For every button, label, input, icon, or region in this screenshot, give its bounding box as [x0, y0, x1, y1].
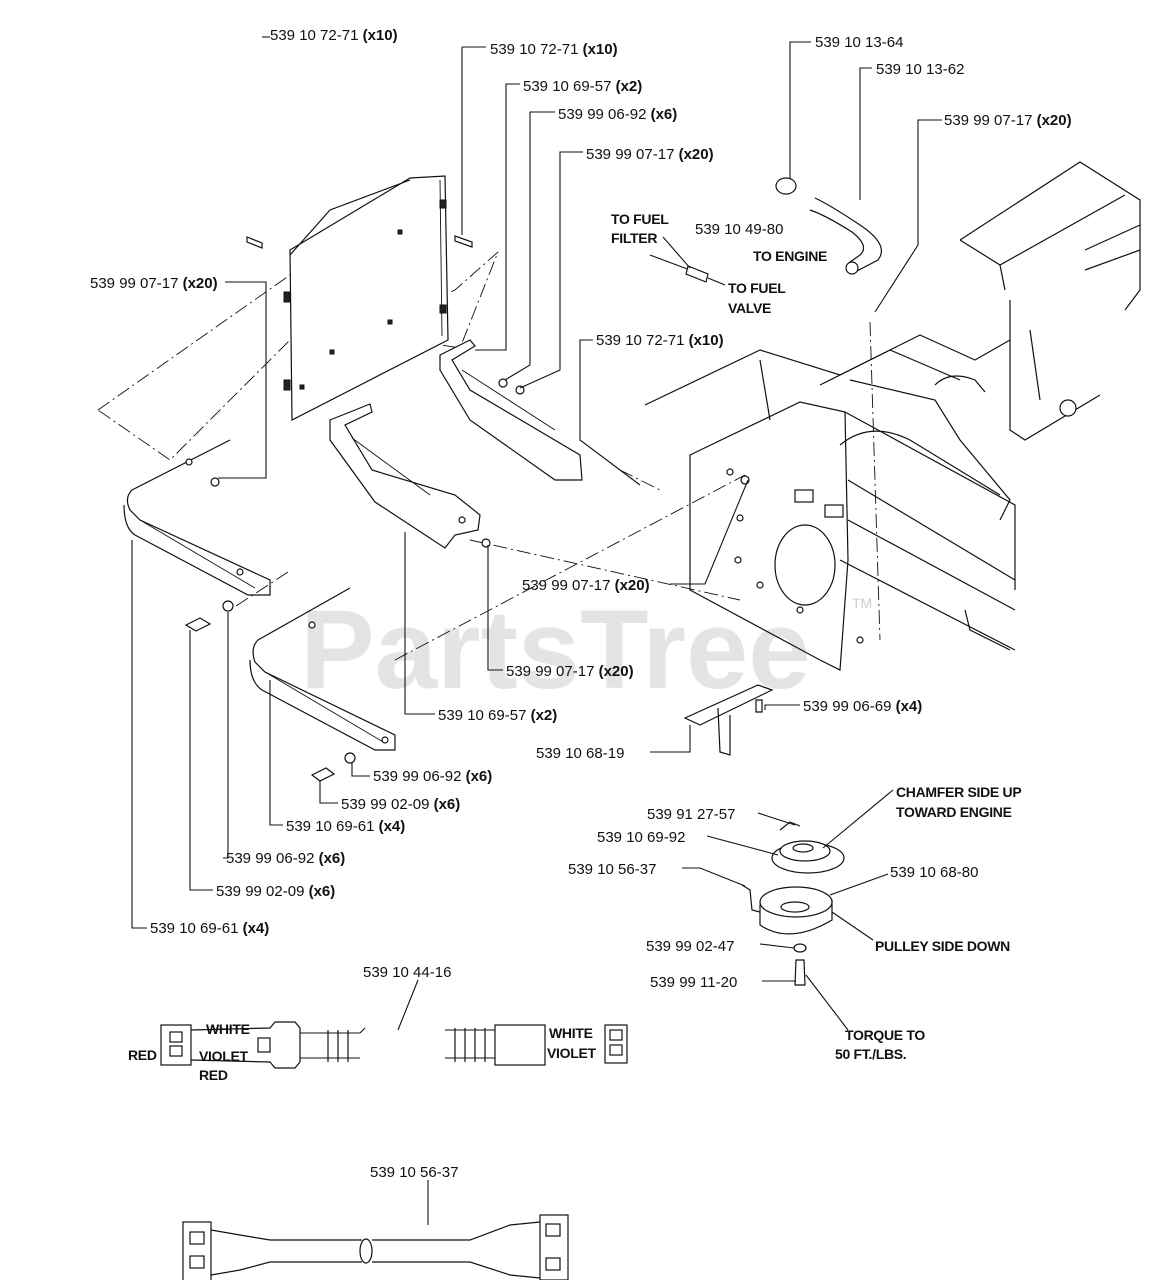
note-chamfer-line1: CHAMFER SIDE UP [896, 784, 1021, 800]
watermark: PartsTree TM [300, 587, 872, 712]
wire-left-red-a: RED [128, 1047, 157, 1063]
callout-left-nut: 539 99 07-17 (x20) [90, 275, 218, 292]
callout-fuel-filter-fitting: 539 10 49-80 [695, 221, 783, 238]
bottom-harness [182, 1214, 569, 1280]
assembly-notes: TO FUEL FILTER TO ENGINE TO FUEL VALVE C… [611, 211, 1022, 1062]
callout-upper-bracket: 539 10 69-57 (x2) [523, 78, 642, 95]
note-to-fuel-filter-line2: FILTER [611, 230, 657, 246]
note-torque-line1: TORQUE TO [845, 1027, 925, 1043]
callout-adapter-harness: 539 10 44-16 [363, 964, 451, 981]
callout-mid-nut: 539 99 07-17 (x20) [522, 577, 650, 594]
wire-left-white: WHITE [206, 1021, 250, 1037]
note-torque-line2: 50 FT./LBS. [835, 1046, 906, 1062]
callout-bottom-harness: 539 10 56-37 [370, 1164, 458, 1181]
electric-clutch [741, 821, 845, 986]
note-to-engine: TO ENGINE [753, 248, 827, 264]
callout-labels: 539 10 72-71 (x10) 539 10 72-71 (x10) 53… [90, 27, 1072, 1181]
note-to-fuel-valve-line1: TO FUEL [728, 280, 786, 296]
callout-washer-a: 539 99 06-92 (x6) [373, 768, 492, 785]
callout-frame-screws: 539 10 72-71 (x10) [596, 332, 724, 349]
callout-stop-bracket: 539 10 68-19 [536, 745, 624, 762]
callout-lower-nut: 539 99 07-17 (x20) [506, 663, 634, 680]
wire-left-red-b: RED [199, 1067, 228, 1083]
wire-right-violet: VIOLET [547, 1045, 597, 1061]
callout-bolt-a: 539 99 02-09 (x6) [341, 796, 460, 813]
rear-frame-body [644, 161, 1141, 671]
stop-bracket [683, 684, 774, 756]
bolts-and-washers [184, 600, 356, 782]
callout-fuel-hose-cap: 539 10 13-64 [815, 34, 903, 51]
note-to-fuel-filter-line1: TO FUEL [611, 211, 669, 227]
adapter-harness [160, 1021, 628, 1069]
leader-lines [131, 36, 942, 1225]
wire-right-white: WHITE [549, 1025, 593, 1041]
callout-bolt-b: 539 99 02-09 (x6) [216, 883, 335, 900]
note-chamfer-line2: TOWARD ENGINE [896, 804, 1012, 820]
callout-stop-bolt: 539 99 06-69 (x4) [803, 698, 922, 715]
callout-clutch: 539 10 68-80 [890, 864, 978, 881]
wire-left-violet: VIOLET [199, 1048, 249, 1064]
callout-top-left-screws: 539 10 72-71 (x10) [270, 27, 398, 44]
watermark-text: PartsTree [300, 587, 811, 712]
panel-screw [246, 235, 473, 249]
callout-clutch-bolt: 539 99 11-20 [650, 974, 737, 991]
callout-upper-nut: 539 99 07-17 (x20) [586, 146, 714, 163]
callout-bar-b: 539 10 69-61 (x4) [150, 920, 269, 937]
callout-bar-a: 539 10 69-61 (x4) [286, 818, 405, 835]
note-pulley-side-down: PULLEY SIDE DOWN [875, 938, 1010, 954]
callout-lower-bracket: 539 10 69-57 (x2) [438, 707, 557, 724]
callout-clutch-washer: 539 99 02-47 [646, 938, 734, 955]
note-to-fuel-valve-line2: VALVE [728, 300, 771, 316]
fuel-filter-fitting [649, 254, 726, 286]
callout-upper-washer: 539 99 06-92 (x6) [558, 106, 677, 123]
upper-support-bracket [439, 339, 583, 481]
wire-color-labels: WHITE VIOLET RED RED WHITE VIOLET [128, 1021, 597, 1083]
callout-frame-nut: 539 99 07-17 (x20) [944, 112, 1072, 129]
side-panel [283, 175, 449, 421]
callout-key: 539 91 27-57 [647, 806, 735, 823]
callout-fuel-hose: 539 10 13-62 [876, 61, 964, 78]
callout-pulley: 539 10 69-92 [597, 829, 685, 846]
right-bar [249, 587, 396, 751]
callout-panel-screws: 539 10 72-71 (x10) [490, 41, 618, 58]
watermark-tm: TM [852, 595, 872, 611]
left-bar [123, 439, 271, 596]
fuel-hose [775, 177, 882, 275]
lower-support-bracket [329, 403, 491, 549]
callout-clutch-harness: 539 10 56-37 [568, 861, 656, 878]
callout-washer-b: 539 99 06-92 (x6) [226, 850, 345, 867]
